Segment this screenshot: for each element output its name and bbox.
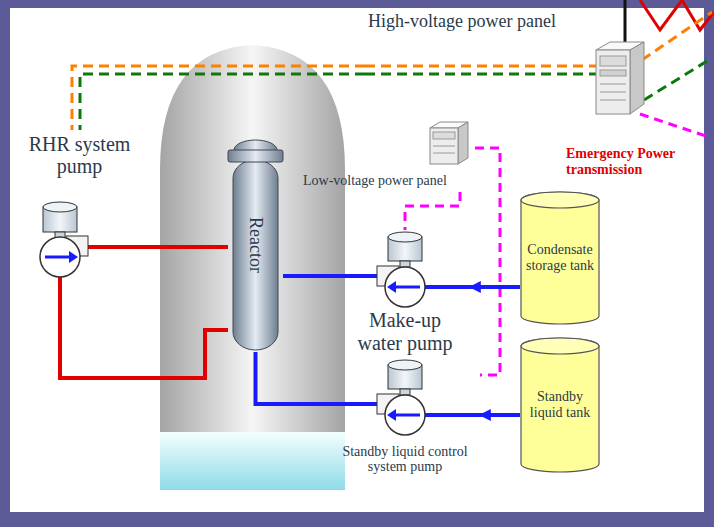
vessel-body [233,160,278,350]
node-label: Standby liquid control system pump [341,444,469,475]
power-panel-icon [430,122,468,164]
coolant-pipe [60,282,228,378]
water-pipe [480,415,520,416]
storage-tank: Standby liquid tank [520,338,600,472]
suppression-pool [160,432,345,490]
node-label: Standby liquid tank [524,389,596,420]
tank-body [521,338,599,472]
coolant-pipe [149,245,228,249]
pump-symbol [330,360,480,435]
text-group: Make-up water pump [350,309,460,354]
power-panel-icon [365,42,644,114]
water-pipe [480,413,520,417]
tank-body [521,192,599,324]
text-group: RHR system pump [17,133,142,178]
power-panel: Low-voltage power panel [300,118,475,192]
water-pipe [283,274,340,278]
coolant-pipe [149,247,228,248]
vessel-flange [228,150,283,162]
text-group: High-voltage power panel [368,11,556,31]
text-group: Standby liquid control system pump [341,444,469,475]
text-group: Low-voltage power panel [303,173,447,189]
water-pipe [470,285,520,289]
text-group: Standby liquid tank [524,389,596,420]
tank-top [521,192,599,208]
pump: Standby liquid control system pump [330,358,480,478]
water-pipe [283,276,340,277]
containment-building [160,45,345,490]
power-cable [475,148,500,375]
node-label: RHR system pump [17,133,142,178]
pump-symbol [340,232,470,307]
water-pipe [256,352,331,404]
tank-top [521,338,599,354]
transmission-wires [625,0,714,138]
text-group: Condensate storage tank [524,242,596,273]
pump: Make-up water pump [340,230,470,357]
storage-tank: Condensate storage tank [520,192,600,324]
power-cable [405,192,460,230]
node-label: Condensate storage tank [524,242,596,273]
text-group: Reactor [245,217,265,273]
power-cable [72,66,365,130]
frame-ground [10,8,704,512]
power-cable [72,66,365,130]
power-cable [475,148,500,375]
node-label: Reactor [245,217,265,273]
emergency-label: Emergency Power transmission [566,146,706,177]
power-panel: High-voltage power panel [365,8,650,116]
power-cable [80,74,365,130]
pump-symbol [40,202,149,282]
pump: RHR system pump [14,130,149,282]
node-label: Low-voltage power panel [303,173,447,189]
water-pipe [470,287,520,288]
reactor-vessel: Reactor [228,138,283,352]
power-cable [405,192,460,230]
node-label: Make-up water pump [350,309,460,354]
water-pipe [256,352,331,404]
coolant-pipe [60,282,228,378]
node-label: High-voltage power panel [368,11,556,31]
